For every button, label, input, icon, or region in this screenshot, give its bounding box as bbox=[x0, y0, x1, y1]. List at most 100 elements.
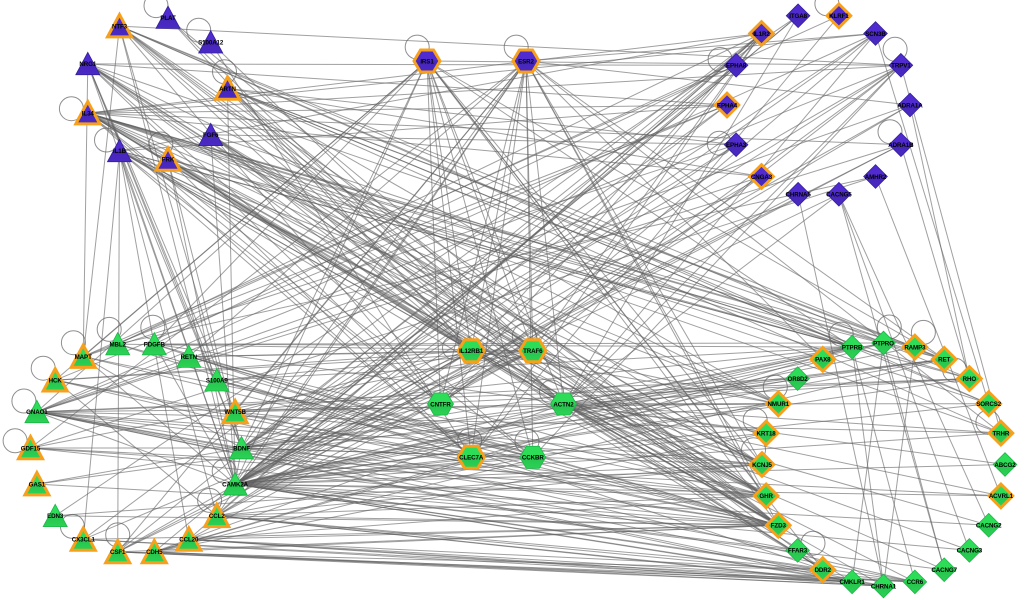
diamond-node-shape[interactable] bbox=[992, 452, 1018, 477]
node-PTPRB[interactable]: PTPRB bbox=[839, 334, 865, 360]
node-RHO[interactable]: RHO bbox=[955, 364, 984, 393]
node-EPHA3[interactable]: EPHA3 bbox=[723, 132, 749, 158]
hexagon-node-shape[interactable] bbox=[519, 445, 547, 469]
diamond-node-shape[interactable] bbox=[824, 1, 853, 30]
node-IL12RB1[interactable]: IL12RB1 bbox=[456, 338, 486, 364]
diamond-node-shape[interactable] bbox=[955, 364, 984, 393]
diamond-node-shape[interactable] bbox=[986, 419, 1015, 448]
node-AMHR2[interactable]: AMHR2 bbox=[863, 164, 888, 189]
triangle-node-shape[interactable] bbox=[73, 98, 103, 126]
diamond-node-shape[interactable] bbox=[930, 345, 959, 374]
hexagon-node-shape[interactable] bbox=[412, 48, 442, 74]
hexagon-node-shape[interactable] bbox=[456, 444, 486, 470]
hexagon-node-shape[interactable] bbox=[550, 392, 577, 416]
node-ESR2[interactable]: ESR2 bbox=[511, 48, 541, 74]
diamond-node-shape[interactable] bbox=[839, 569, 865, 595]
triangle-node-shape[interactable] bbox=[75, 51, 101, 76]
diamond-node-shape[interactable] bbox=[713, 91, 741, 119]
node-SCN3B[interactable]: SCN3B bbox=[863, 21, 888, 46]
node-ABCG2[interactable]: ABCG2 bbox=[992, 452, 1018, 477]
triangle-node-shape[interactable] bbox=[22, 469, 52, 497]
node-RAMP3[interactable]: RAMP3 bbox=[900, 333, 929, 362]
diamond-node-shape[interactable] bbox=[826, 181, 852, 207]
hexagon-node-shape[interactable] bbox=[511, 48, 541, 74]
diamond-node-shape[interactable] bbox=[785, 181, 811, 207]
triangle-node-shape[interactable] bbox=[174, 524, 204, 552]
node-KLRF1[interactable]: KLRF1 bbox=[824, 1, 853, 30]
node-FGF6[interactable]: FGF6 bbox=[198, 122, 224, 147]
diamond-node-shape[interactable] bbox=[785, 3, 811, 29]
diamond-node-shape[interactable] bbox=[902, 569, 928, 595]
triangle-node-shape[interactable] bbox=[155, 5, 181, 29]
triangle-node-shape[interactable] bbox=[104, 11, 135, 39]
node-IRS1[interactable]: IRS1 bbox=[412, 48, 442, 74]
triangle-node-shape[interactable] bbox=[202, 501, 232, 529]
triangle-node-shape[interactable] bbox=[105, 331, 131, 356]
diamond-node-shape[interactable] bbox=[974, 389, 1003, 418]
diamond-node-shape[interactable] bbox=[752, 419, 781, 448]
triangle-node-shape[interactable] bbox=[176, 344, 202, 368]
triangle-node-shape[interactable] bbox=[228, 435, 255, 460]
node-NTF3[interactable]: NTF3 bbox=[104, 11, 135, 39]
node-ACVRL1[interactable]: ACVRL1 bbox=[986, 481, 1015, 510]
diamond-node-shape[interactable] bbox=[723, 52, 749, 78]
node-CACNG7[interactable]: CACNG7 bbox=[931, 557, 958, 583]
triangle-node-shape[interactable] bbox=[15, 433, 46, 461]
node-CACNG3[interactable]: CACNG3 bbox=[957, 538, 983, 563]
node-NMUR1[interactable]: NMUR1 bbox=[764, 389, 793, 418]
diamond-node-shape[interactable] bbox=[747, 162, 776, 191]
diamond-node-shape[interactable] bbox=[931, 557, 957, 583]
node-ARTN[interactable]: ARTN bbox=[212, 73, 243, 101]
diamond-node-shape[interactable] bbox=[900, 333, 929, 362]
node-RET[interactable]: RET bbox=[930, 345, 959, 374]
diamond-node-shape[interactable] bbox=[871, 330, 896, 356]
diamond-node-shape[interactable] bbox=[897, 92, 923, 118]
diamond-node-shape[interactable] bbox=[888, 132, 914, 158]
diamond-node-shape[interactable] bbox=[986, 481, 1015, 510]
triangle-node-shape[interactable] bbox=[24, 399, 50, 424]
triangle-node-shape[interactable] bbox=[68, 524, 98, 552]
diamond-node-shape[interactable] bbox=[785, 366, 810, 391]
triangle-node-shape[interactable] bbox=[40, 365, 70, 393]
triangle-node-shape[interactable] bbox=[198, 29, 224, 54]
diamond-node-shape[interactable] bbox=[957, 538, 982, 563]
diamond-node-shape[interactable] bbox=[723, 132, 749, 158]
node-KRT18[interactable]: KRT18 bbox=[752, 419, 781, 448]
node-CACNG2[interactable]: CACNG2 bbox=[976, 512, 1002, 538]
diamond-node-shape[interactable] bbox=[863, 164, 888, 189]
node-CCR6[interactable]: CCR6 bbox=[902, 569, 928, 595]
diamond-node-shape[interactable] bbox=[808, 555, 837, 584]
triangle-node-shape[interactable] bbox=[204, 367, 230, 392]
diamond-node-shape[interactable] bbox=[863, 21, 888, 46]
diamond-node-shape[interactable] bbox=[764, 389, 793, 418]
triangle-node-shape[interactable] bbox=[222, 471, 248, 496]
hexagon-node-shape[interactable] bbox=[456, 338, 486, 364]
diamond-node-shape[interactable] bbox=[839, 334, 865, 360]
diamond-node-shape[interactable] bbox=[747, 19, 776, 48]
diamond-node-shape[interactable] bbox=[764, 511, 793, 540]
node-TRHR[interactable]: TRHR bbox=[986, 419, 1015, 448]
triangle-node-shape[interactable] bbox=[198, 122, 224, 147]
hexagon-node-shape[interactable] bbox=[518, 338, 548, 364]
node-SORCS2[interactable]: SORCS2 bbox=[974, 389, 1003, 418]
hexagon-node-shape[interactable] bbox=[427, 392, 454, 416]
triangle-node-shape[interactable] bbox=[153, 144, 183, 172]
triangle-node-shape[interactable] bbox=[106, 138, 133, 163]
triangle-node-shape[interactable] bbox=[212, 73, 243, 101]
node-ADRA1B[interactable]: ADRA1B bbox=[888, 132, 914, 158]
diamond-node-shape[interactable] bbox=[752, 481, 781, 510]
triangle-node-shape[interactable] bbox=[68, 341, 98, 369]
diamond-node-shape[interactable] bbox=[748, 450, 776, 479]
diamond-node-shape[interactable] bbox=[888, 52, 914, 78]
diamond-node-shape[interactable] bbox=[871, 573, 896, 599]
node-ITGA8[interactable]: ITGA8 bbox=[785, 3, 811, 29]
node-ADRA1A[interactable]: ADRA1A bbox=[897, 92, 923, 118]
node-CLEC7A[interactable]: CLEC7A bbox=[456, 444, 486, 470]
node-CACNG5[interactable]: CACNG5 bbox=[826, 181, 852, 207]
diamond-node-shape[interactable] bbox=[976, 512, 1002, 538]
triangle-node-shape[interactable] bbox=[42, 503, 68, 527]
diamond-node-shape[interactable] bbox=[808, 345, 837, 374]
node-GAS1[interactable]: GAS1 bbox=[22, 469, 52, 497]
triangle-node-shape[interactable] bbox=[139, 537, 169, 565]
